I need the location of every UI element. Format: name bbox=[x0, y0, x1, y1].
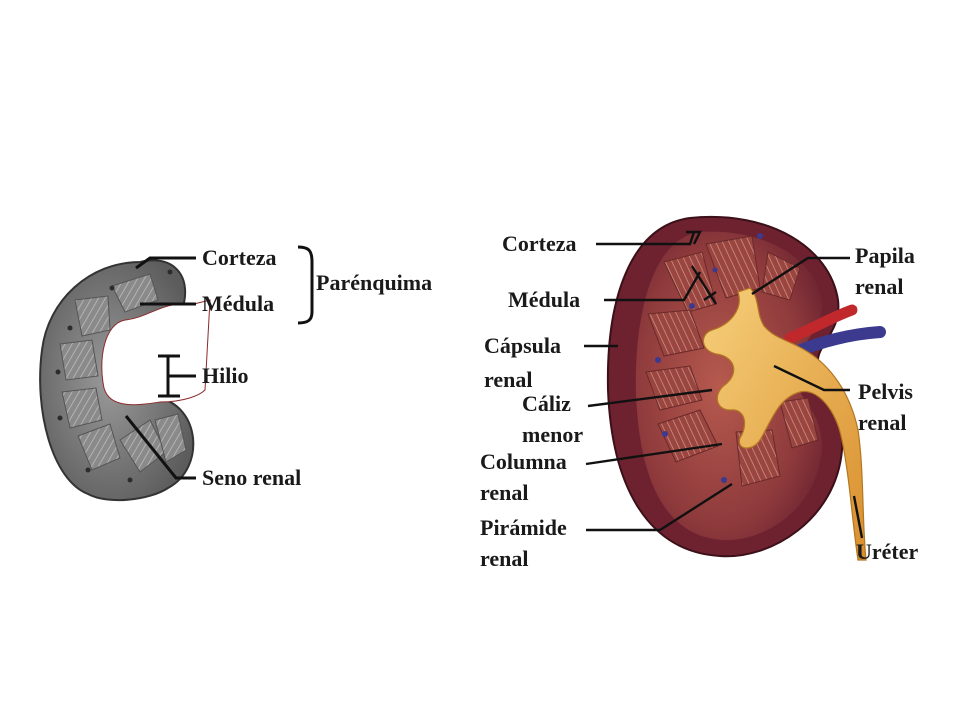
label-hilio: Hilio bbox=[202, 363, 249, 388]
label-columna-renal: Columna renal bbox=[480, 449, 567, 505]
grey-kidney-section bbox=[39, 259, 211, 502]
label-parenquima: Parénquima bbox=[316, 270, 433, 295]
grey-vessel-dots bbox=[55, 269, 173, 483]
label-corteza-left: Corteza bbox=[202, 245, 277, 270]
label-caliz-menor: Cáliz menor bbox=[522, 391, 584, 447]
right-leader-lines bbox=[584, 230, 864, 539]
label-medula-right: Médula bbox=[508, 287, 581, 312]
label-corteza-right: Corteza bbox=[502, 231, 577, 256]
label-medula-left: Médula bbox=[202, 291, 275, 316]
renal-pelvis-shape bbox=[702, 287, 867, 561]
label-ureter: Uréter bbox=[856, 539, 919, 564]
grey-kidney-sinus bbox=[101, 299, 211, 406]
renal-artery bbox=[784, 304, 858, 344]
label-pelvis-renal: Pelvis renal bbox=[858, 379, 913, 435]
renal-vessel-dots bbox=[655, 233, 763, 483]
label-capsula-renal: Cápsula renal bbox=[484, 333, 562, 392]
grey-pyramids bbox=[59, 273, 187, 473]
left-leader-lines bbox=[124, 245, 314, 480]
label-piramide-renal: Pirámide renal bbox=[480, 515, 567, 571]
red-kidney-section bbox=[606, 216, 886, 561]
label-papila-renal: Papila renal bbox=[855, 243, 915, 299]
label-seno-renal: Seno renal bbox=[202, 465, 302, 490]
